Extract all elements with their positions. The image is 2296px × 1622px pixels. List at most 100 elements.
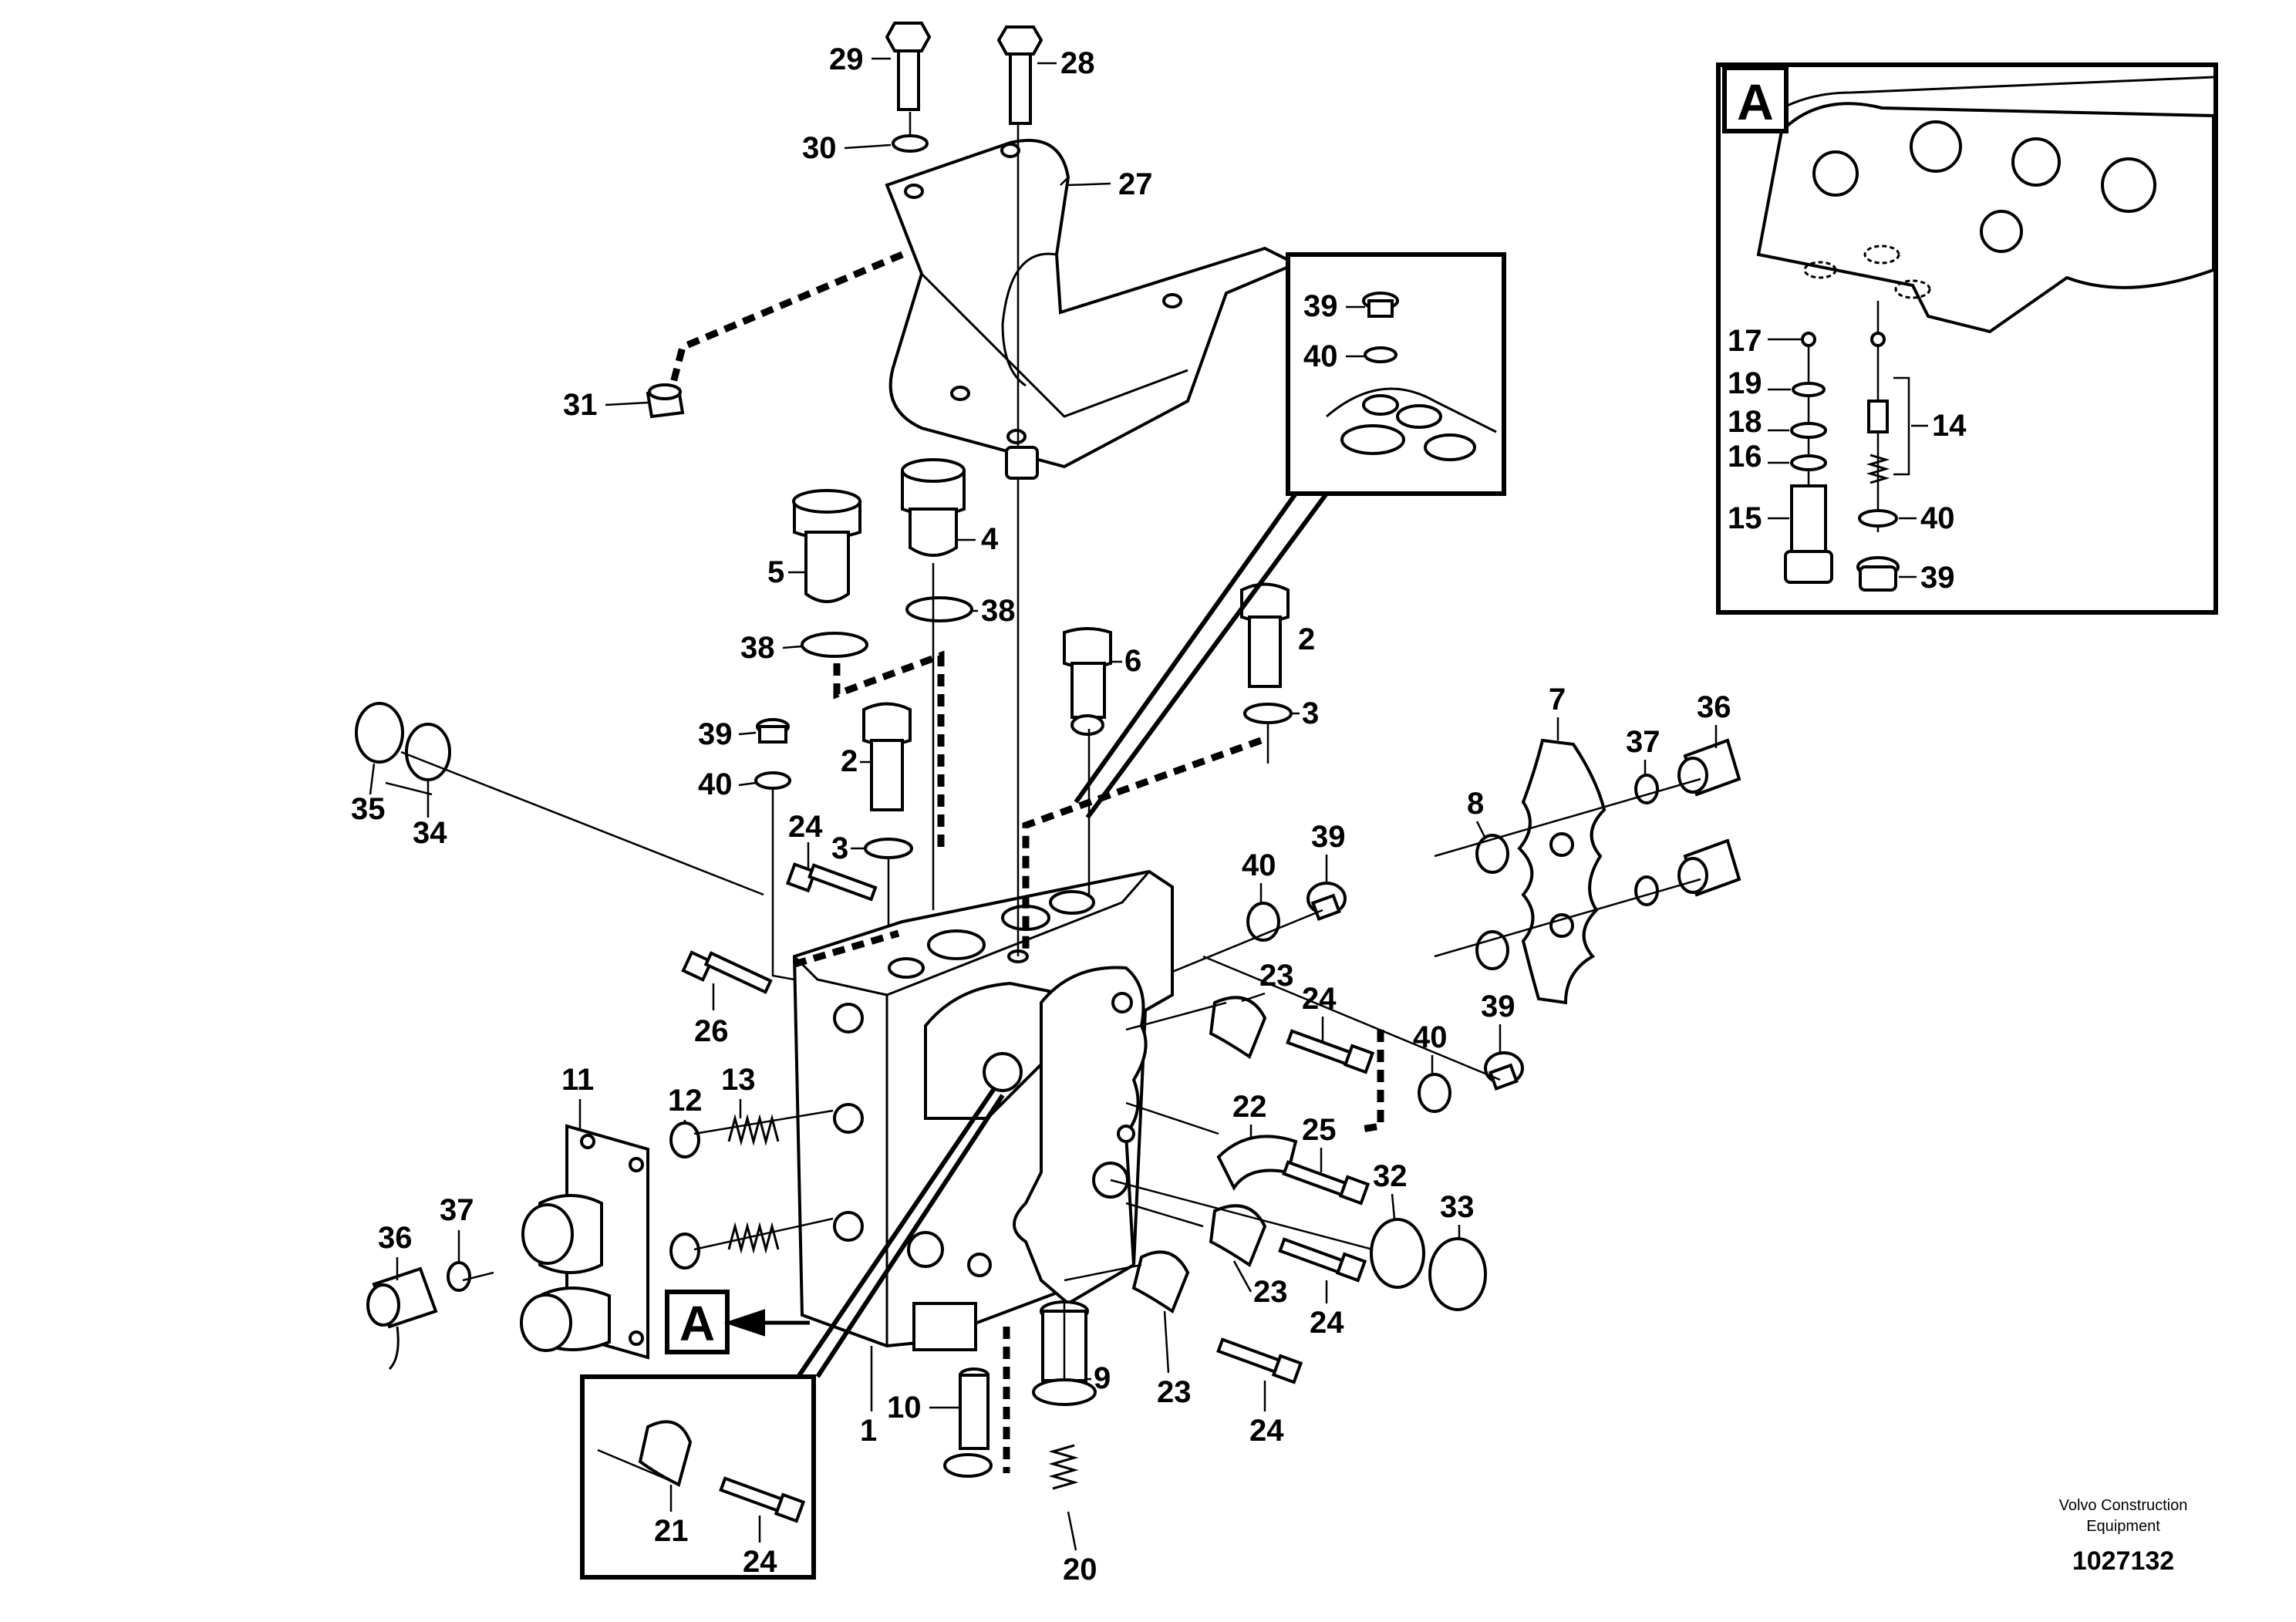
detail-frame-plug bbox=[1074, 252, 1506, 819]
cartridge-5 bbox=[792, 489, 861, 603]
plug-39-top bbox=[756, 718, 790, 744]
callout-40-right-lower: 40 bbox=[1413, 1020, 1448, 1054]
callout-37-right: 37 bbox=[1626, 725, 1660, 759]
callout-2-left: 2 bbox=[841, 744, 858, 778]
callout-21: 21 bbox=[654, 1514, 689, 1548]
callout-17: 17 bbox=[1728, 324, 1762, 358]
callout-4: 4 bbox=[981, 522, 999, 556]
callout-25: 25 bbox=[1302, 1113, 1337, 1147]
callout-9: 9 bbox=[1094, 1361, 1111, 1395]
o-ring-12-upper bbox=[669, 1121, 700, 1158]
callout-12: 12 bbox=[668, 1084, 703, 1118]
bolt-24-right-lower bbox=[1216, 1337, 1303, 1384]
callout-14: 14 bbox=[1932, 409, 1967, 443]
callout-10: 10 bbox=[887, 1391, 922, 1425]
callout-36-right: 36 bbox=[1697, 690, 1731, 724]
plug-39-right-lower bbox=[1484, 1051, 1524, 1091]
callout-38-left: 38 bbox=[740, 631, 775, 665]
plug-39-right-upper bbox=[1306, 882, 1347, 921]
callout-24-detail: 24 bbox=[743, 1545, 777, 1579]
end-cover-11 bbox=[520, 1124, 649, 1360]
bolt-24-right-upper bbox=[1286, 1029, 1375, 1074]
cartridge-4 bbox=[901, 458, 966, 557]
callout-13: 13 bbox=[721, 1063, 756, 1097]
bolt-24-right-middle bbox=[1278, 1237, 1367, 1283]
test-coupling-36-right-lower bbox=[1677, 838, 1741, 897]
callout-39-right-upper: 39 bbox=[1311, 820, 1346, 854]
callout-5: 5 bbox=[767, 555, 784, 589]
callout-29: 29 bbox=[829, 42, 864, 76]
callout-20: 20 bbox=[1063, 1553, 1097, 1587]
callout-7: 7 bbox=[1549, 683, 1566, 717]
callout-33: 33 bbox=[1440, 1190, 1475, 1224]
callout-3-right: 3 bbox=[1302, 696, 1319, 730]
dashed-assembly-lines bbox=[669, 251, 1384, 1473]
callout-23-lower: 23 bbox=[1157, 1375, 1192, 1409]
callout-36-left: 36 bbox=[378, 1221, 413, 1255]
seal-32 bbox=[1370, 1218, 1425, 1289]
detail-frame-clamp bbox=[580, 1086, 1005, 1580]
o-ring-37-right bbox=[1634, 774, 1659, 804]
leader-lines bbox=[385, 112, 1701, 1381]
relief-valve-2-left bbox=[862, 702, 912, 811]
callout-6: 6 bbox=[1124, 644, 1141, 678]
callout-24-top: 24 bbox=[788, 810, 823, 844]
washer-30 bbox=[892, 134, 929, 153]
mounting-bracket bbox=[885, 139, 1300, 480]
callout-34: 34 bbox=[413, 816, 447, 850]
detail-tag-pointer: A bbox=[665, 1290, 810, 1354]
detail-tag-inset: A bbox=[1722, 66, 1789, 133]
side-cover-7 bbox=[1517, 738, 1607, 1005]
callout-39-inset: 39 bbox=[1920, 561, 1955, 595]
flange-clamp-22 bbox=[1216, 1135, 1298, 1191]
o-ring-37-left bbox=[447, 1261, 471, 1292]
callout-30: 30 bbox=[802, 131, 837, 165]
callout-26: 26 bbox=[694, 1014, 729, 1048]
callout-1: 1 bbox=[860, 1414, 877, 1448]
flange-clamp-23-middle bbox=[1209, 1204, 1267, 1268]
o-ring-12-lower bbox=[669, 1233, 700, 1270]
callout-24-right-upper: 24 bbox=[1302, 982, 1337, 1016]
credit-block: Volvo Construction Equipment 1027132 bbox=[2059, 1497, 2188, 1576]
callout-16: 16 bbox=[1728, 440, 1762, 474]
callout-3-left: 3 bbox=[831, 831, 848, 865]
flange-nut-31-top bbox=[648, 383, 682, 400]
bolt-24-upper bbox=[785, 862, 878, 902]
washer-40-top bbox=[754, 771, 791, 790]
callout-32: 32 bbox=[1373, 1159, 1408, 1193]
seal-ring-38-right bbox=[905, 596, 973, 622]
o-ring-8-upper bbox=[1475, 834, 1509, 874]
callout-24-right-middle: 24 bbox=[1310, 1306, 1344, 1340]
bolt-25 bbox=[1282, 1160, 1371, 1206]
callout-23-upper: 23 bbox=[1259, 959, 1294, 993]
callout-labels: 29 28 30 27 31 5 4 38 38 6 2 3 39 40 2 3… bbox=[351, 42, 1967, 1587]
callout-40-right-upper: 40 bbox=[1242, 848, 1276, 882]
callout-15: 15 bbox=[1728, 501, 1762, 535]
callout-24-right-lower: 24 bbox=[1249, 1414, 1284, 1448]
spring-13-lower bbox=[727, 1222, 780, 1254]
seal-34 bbox=[405, 723, 451, 781]
valve-body bbox=[792, 869, 1174, 1351]
callout-39-detail: 39 bbox=[1303, 289, 1338, 323]
detail-tag-inset-text: A bbox=[1737, 73, 1774, 130]
bolt-26 bbox=[681, 950, 773, 994]
callout-40-top: 40 bbox=[698, 767, 733, 801]
callout-37-left: 37 bbox=[440, 1193, 474, 1227]
callout-2-right: 2 bbox=[1298, 622, 1315, 656]
flange-clamp-23-upper bbox=[1209, 996, 1267, 1060]
callout-27: 27 bbox=[1118, 167, 1153, 201]
callout-22: 22 bbox=[1232, 1090, 1267, 1124]
test-coupling-36-left bbox=[366, 1266, 438, 1371]
credit-line-2: Equipment bbox=[2086, 1518, 2160, 1535]
seal-ring-38-left bbox=[801, 632, 868, 658]
callout-39-right-lower: 39 bbox=[1481, 990, 1515, 1023]
bolt-28 bbox=[996, 25, 1043, 125]
washer-40-right-lower bbox=[1418, 1073, 1451, 1113]
o-ring-37-right-lower bbox=[1634, 875, 1659, 906]
callout-8: 8 bbox=[1467, 787, 1484, 821]
callout-11: 11 bbox=[561, 1063, 594, 1097]
callout-28: 28 bbox=[1060, 46, 1095, 80]
callout-31: 31 bbox=[563, 388, 598, 422]
credit-line-1: Volvo Construction bbox=[2059, 1497, 2188, 1514]
